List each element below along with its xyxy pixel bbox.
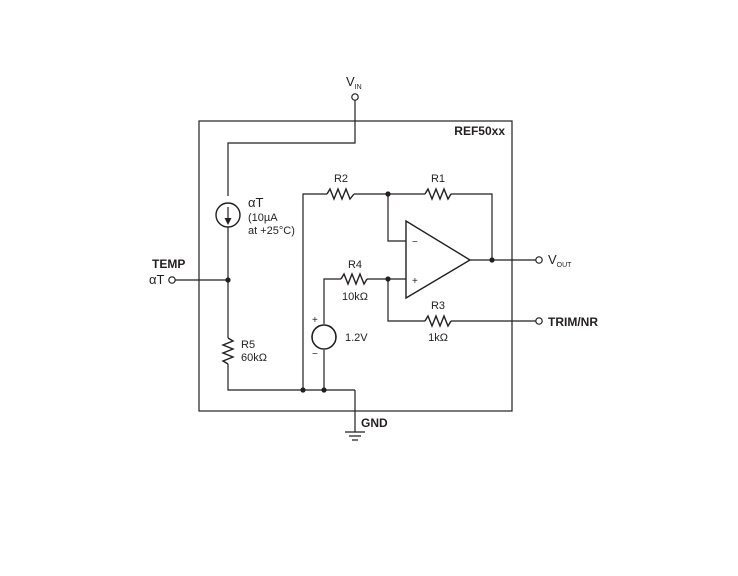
current-source-condition: at +25°C): [248, 225, 295, 237]
r1-wire: [451, 193, 493, 260]
trim-terminal: [535, 317, 543, 325]
ground-icon: [345, 431, 365, 441]
temp-terminal: [168, 276, 176, 284]
voltage-source-plus: +: [312, 315, 318, 326]
r2-resistor: [326, 187, 355, 201]
vout-terminal: [535, 256, 543, 264]
vout-label: VOUT: [548, 252, 572, 269]
r5-value: 60kΩ: [241, 352, 267, 364]
vin-label: VIN: [346, 74, 362, 91]
current-source-value: (10µA: [248, 212, 278, 224]
r5-wire: [227, 364, 355, 391]
voltage-source-minus: −: [312, 349, 318, 360]
r1-name: R1: [431, 173, 445, 185]
voltage-source-mask: [319, 324, 329, 350]
temp-alpha-label: αT: [149, 272, 165, 287]
trim-label: TRIM/NR: [548, 315, 598, 329]
opamp-minus: −: [412, 237, 418, 248]
temp-label: TEMP: [152, 257, 185, 271]
gnd-label: GND: [361, 416, 388, 430]
opamp: [405, 219, 472, 300]
r2-left-wire: [302, 193, 327, 390]
current-arrow-head-icon: [224, 218, 232, 225]
r4-value: 10kΩ: [342, 291, 368, 303]
vin-terminal: [351, 93, 359, 101]
inverting-input-wire: [387, 194, 406, 242]
r2-name: R2: [334, 173, 348, 185]
opamp-plus: +: [412, 276, 418, 287]
r3-name: R3: [431, 300, 445, 312]
r1-resistor: [424, 187, 452, 201]
chip-name: REF50xx: [454, 124, 505, 138]
current-source-label: αT: [248, 195, 264, 210]
voltage-source-ring: [311, 324, 337, 350]
r3-resistor: [424, 314, 452, 328]
temp-junction: [225, 277, 231, 283]
r3-left-wire: [387, 279, 425, 322]
r5-resistor: [221, 337, 235, 365]
r4-resistor: [340, 272, 368, 286]
r4-left-wire: [323, 278, 341, 390]
r5-name: R5: [241, 339, 255, 351]
vin-wire: [227, 100, 356, 196]
output-junction: [489, 257, 495, 263]
voltage-source-value: 1.2V: [345, 332, 368, 344]
r4-name: R4: [348, 259, 362, 271]
r3-value: 1kΩ: [428, 332, 448, 344]
